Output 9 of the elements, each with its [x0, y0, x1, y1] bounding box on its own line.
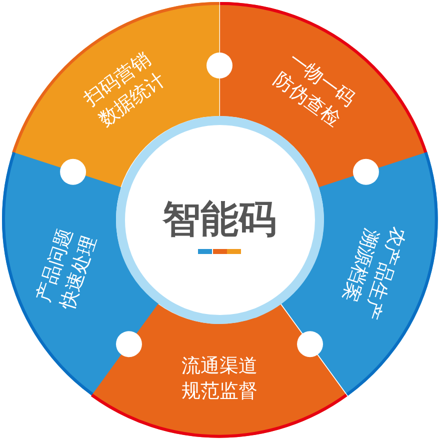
segment-label: 流通渠道规范监督: [180, 354, 258, 404]
segment-label: 一物一码防伪查检: [268, 47, 360, 133]
ring-segment: [91, 304, 348, 438]
center-title: 智能码: [162, 197, 276, 241]
segment-label: 农产品生产溯源档案: [337, 223, 410, 323]
ring-segment: [2, 152, 158, 396]
segment-label: 扫码营销数据统计: [80, 47, 171, 133]
ring-segment: [220, 2, 427, 188]
segment-label: 产品问题快速处理: [32, 224, 102, 314]
